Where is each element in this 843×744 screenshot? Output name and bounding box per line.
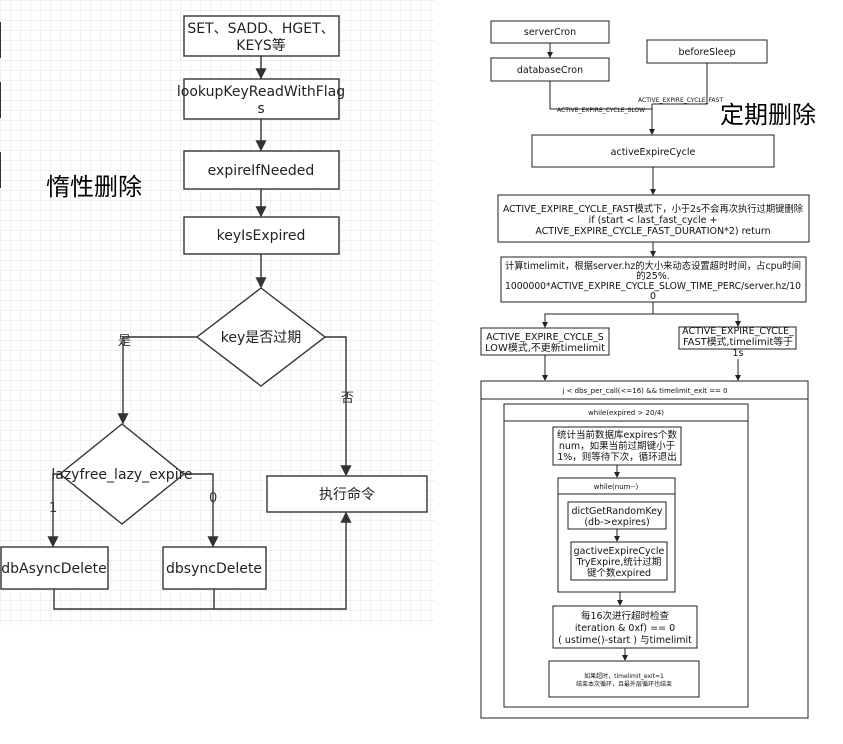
while-num-label: while(num--) xyxy=(594,483,639,491)
db-sync-delete-label: dbsyncDelete xyxy=(166,561,262,577)
db-sync-delete-node: dbsyncDelete xyxy=(162,546,267,590)
fast-check-line-3: ACTIVE_EXPIRE_CYCLE_FAST_DURATION*2) ret… xyxy=(535,226,770,237)
lookup-label-2: s xyxy=(257,101,264,117)
before-sleep-node: beforeSleep xyxy=(646,39,768,64)
timeout-line-2: 结束本次循环，且最外层循环也结束 xyxy=(576,680,672,688)
try-expire-line-3: 键个数expired xyxy=(587,567,651,579)
fast-mode-node: ACTIVE_EXPIRE_CYCLE_ FAST模式,timelimit等于 … xyxy=(678,326,797,359)
fast-mode-label: ACTIVE_EXPIRE_CYCLE_FAST xyxy=(638,97,723,104)
expire-if-needed-node: expireIfNeeded xyxy=(183,150,340,190)
timelimit-line-4: 0 xyxy=(650,291,656,302)
slow-mode-label: ACTIVE_EXPIRE_CYCLE_SLOW xyxy=(557,107,645,114)
timeout-check-line-3: ( ustime()-start ) 与timelimit xyxy=(558,635,692,646)
timeout-check-line-1: 每16次进行超时检查 xyxy=(581,610,670,622)
edge-beforesleep-cycle xyxy=(652,63,708,105)
try-expire-line-2: TryExpire,统计过期 xyxy=(576,556,662,568)
outer-loop-label: j < dbs_per_call(<=16) && timelimit_exit… xyxy=(561,387,727,395)
slow-mode-line-2: LOW模式,不更新timelimit xyxy=(485,342,605,354)
timeout-node: 如果超时，timelimit_exit=1 结束本次循环，且最外层循环也结束 xyxy=(548,660,700,698)
decision-label: key是否过期 xyxy=(221,330,302,346)
commands-node: SET、SADD、HGET、 KEYS等 xyxy=(183,15,340,57)
slow-mode-line-1: ACTIVE_EXPIRE_CYCLE_S xyxy=(486,332,604,343)
panel-edge-mark xyxy=(0,22,1,58)
active-expire-cycle-node: activeExpireCycle xyxy=(531,134,775,168)
lazyfree-label: lazyfree_lazy_expire xyxy=(51,467,192,483)
timelimit-line-1: 计算timelimit，根据server.hz的大小来动态设置超时时间，占cpu… xyxy=(505,260,801,272)
active-expire-cycle-label: activeExpireCycle xyxy=(611,147,696,158)
db-async-delete-label: dbAsyncDelete xyxy=(1,561,107,577)
exec-node: 执行命令 xyxy=(266,475,428,513)
panel-edge-mark xyxy=(0,152,1,188)
stats-line-1: 统计当前数据库expires个数 xyxy=(557,429,677,441)
fast-mode-line-2: FAST模式,timelimit等于 xyxy=(683,336,793,348)
db-async-delete-node: dbAsyncDelete xyxy=(0,546,109,590)
timelimit-line-2: 的25%. xyxy=(636,270,670,282)
edge-async-exec xyxy=(53,511,352,610)
fast-check-line-2: if (start < last_fast_cycle + xyxy=(589,215,718,226)
zero-label: 0 xyxy=(209,491,217,506)
timeout-line-1: 如果超时，timelimit_exit=1 xyxy=(584,672,664,680)
decision-node: key是否过期 xyxy=(195,287,327,387)
edge-decision-no xyxy=(325,336,352,477)
timelimit-line-3: 1000000*ACTIVE_EXPIRE_CYCLE_SLOW_TIME_PE… xyxy=(505,281,801,292)
fast-mode-line-1: ACTIVE_EXPIRE_CYCLE_ xyxy=(682,326,794,337)
edge-decision-yes xyxy=(117,336,197,425)
while-expired-label: while(expired > 20/4) xyxy=(588,409,664,417)
exec-label: 执行命令 xyxy=(319,486,375,503)
lazy-delete-title: 惰性删除 xyxy=(46,173,142,201)
edge-to-fast-mode xyxy=(653,313,741,327)
fast-check-line-1: ACTIVE_EXPIRE_CYCLE_FAST模式下，小于2s不会再次执行过期… xyxy=(503,203,803,215)
commands-label-2: KEYS等 xyxy=(236,37,285,54)
server-cron-label: serverCron xyxy=(524,27,576,38)
key-is-expired-label: keyIsExpired xyxy=(217,228,306,244)
lookup-node: lookupKeyReadWithFlag s xyxy=(177,78,345,120)
fast-check-node: ACTIVE_EXPIRE_CYCLE_FAST模式下，小于2s不会再次执行过期… xyxy=(497,194,810,243)
lookup-label: lookupKeyReadWithFlag xyxy=(177,84,345,100)
before-sleep-label: beforeSleep xyxy=(679,47,736,58)
random-key-node: dictGetRandomKey (db->expires) xyxy=(567,501,667,530)
stats-node: 统计当前数据库expires个数 num，如果当前过期键小于 1%，则等待下次，… xyxy=(552,426,682,466)
yes-label: 是 xyxy=(118,334,131,349)
key-is-expired-node: keyIsExpired xyxy=(183,216,340,255)
edge-lazyfree-zero xyxy=(184,473,219,548)
timelimit-node: 计算timelimit，根据server.hz的大小来动态设置超时时间，占cpu… xyxy=(500,256,807,303)
stats-line-3: 1%，则等待下次，循环退出 xyxy=(557,451,677,463)
database-cron-label: databaseCron xyxy=(517,65,583,76)
slow-mode-node: ACTIVE_EXPIRE_CYCLE_S LOW模式,不更新timelimit xyxy=(480,327,610,356)
try-expire-node: gactiveExpireCycle TryExpire,统计过期 键个数exp… xyxy=(570,541,668,581)
server-cron-node: serverCron xyxy=(490,20,610,44)
timeout-check-line-2: iteration & 0xf) == 0 xyxy=(575,623,675,634)
panel-edge-mark xyxy=(0,82,1,118)
timeout-check-node: 每16次进行超时检查 iteration & 0xf) == 0 ( ustim… xyxy=(552,605,698,649)
try-expire-line-1: gactiveExpireCycle xyxy=(574,546,665,557)
database-cron-node: databaseCron xyxy=(490,57,610,82)
edge-lazyfree-one xyxy=(47,473,60,548)
random-key-line-2: (db->expires) xyxy=(584,517,649,528)
fast-mode-line-3: 1s xyxy=(733,348,744,359)
lazyfree-node: lazyfree_lazy_expire xyxy=(51,423,193,525)
random-key-line-1: dictGetRandomKey xyxy=(571,506,662,517)
edge-database-cycle xyxy=(549,81,652,110)
commands-label: SET、SADD、HGET、 xyxy=(187,21,334,37)
stats-line-2: num，如果当前过期键小于 xyxy=(559,440,675,452)
no-label: 否 xyxy=(341,391,354,406)
one-label: 1 xyxy=(49,501,57,516)
active-delete-title: 定期删除 xyxy=(720,101,816,129)
edge-to-slow-mode xyxy=(542,302,654,328)
expire-if-needed-label: expireIfNeeded xyxy=(208,163,315,179)
